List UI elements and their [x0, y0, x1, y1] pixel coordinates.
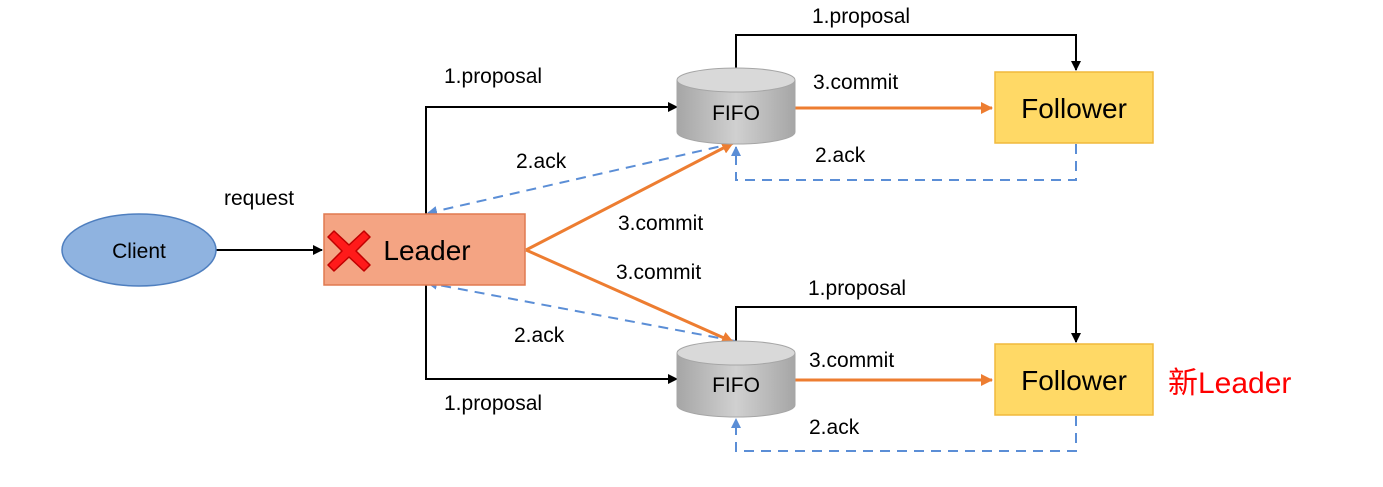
ack-arrow-fifo-top-to-leader	[427, 142, 736, 216]
ack-label-leader-top: 2.ack	[516, 150, 567, 173]
proposal-arrow-leader-to-fifo-bottom	[425, 285, 678, 384]
ack-label-follower-bottom: 2.ack	[809, 416, 860, 439]
request-label: request	[224, 187, 294, 210]
commit-label-fifo-bottom: 3.commit	[809, 349, 894, 372]
proposal-label-fifo-top: 1.proposal	[812, 5, 910, 28]
fifo-top-label: FIFO	[712, 102, 760, 125]
follower-bottom-node: Follower	[994, 343, 1154, 416]
leader-node: Leader	[323, 213, 526, 286]
leader-label: Leader	[383, 235, 470, 266]
follower-bottom-label: Follower	[1021, 365, 1127, 396]
fifo-bottom-label: FIFO	[712, 374, 760, 397]
commit-label-leader-bottom: 3.commit	[616, 261, 701, 284]
ack-arrow-follower-top-to-fifo	[731, 144, 1077, 181]
commit-arrows	[525, 102, 993, 386]
new-leader-annotation: 新Leader	[1168, 367, 1291, 400]
fifo-top-node: FIFO	[676, 67, 796, 145]
follower-top-node: Follower	[994, 71, 1154, 144]
edge-labels: request 1.proposal 1.proposal 1.proposal…	[224, 5, 910, 439]
commit-label-leader-top: 3.commit	[618, 212, 703, 235]
ack-arrows	[427, 142, 1077, 452]
proposal-arrows	[216, 34, 1081, 384]
follower-top-label: Follower	[1021, 93, 1127, 124]
proposal-arrow-leader-to-fifo-top	[425, 102, 678, 214]
proposal-label-leader-top: 1.proposal	[444, 65, 542, 88]
commit-arrow-leader-to-fifo-top	[525, 141, 734, 252]
ack-arrow-follower-bottom-to-fifo	[731, 416, 1077, 452]
proposal-arrow-fifo-top-to-follower	[735, 34, 1081, 80]
commit-arrow-leader-to-fifo-bottom	[525, 248, 734, 344]
client-node: Client	[61, 213, 217, 287]
proposal-label-leader-bottom: 1.proposal	[444, 392, 542, 415]
ack-label-leader-bottom: 2.ack	[514, 324, 565, 347]
commit-label-fifo-top: 3.commit	[813, 71, 898, 94]
ack-arrow-fifo-bottom-to-leader	[427, 279, 736, 342]
red-x-icon	[327, 230, 371, 272]
ack-label-follower-top: 2.ack	[815, 144, 866, 167]
fifo-bottom-node: FIFO	[676, 340, 796, 418]
proposal-label-fifo-bottom: 1.proposal	[808, 277, 906, 300]
client-label: Client	[112, 240, 166, 263]
proposal-arrow-fifo-bottom-to-follower	[735, 306, 1081, 352]
